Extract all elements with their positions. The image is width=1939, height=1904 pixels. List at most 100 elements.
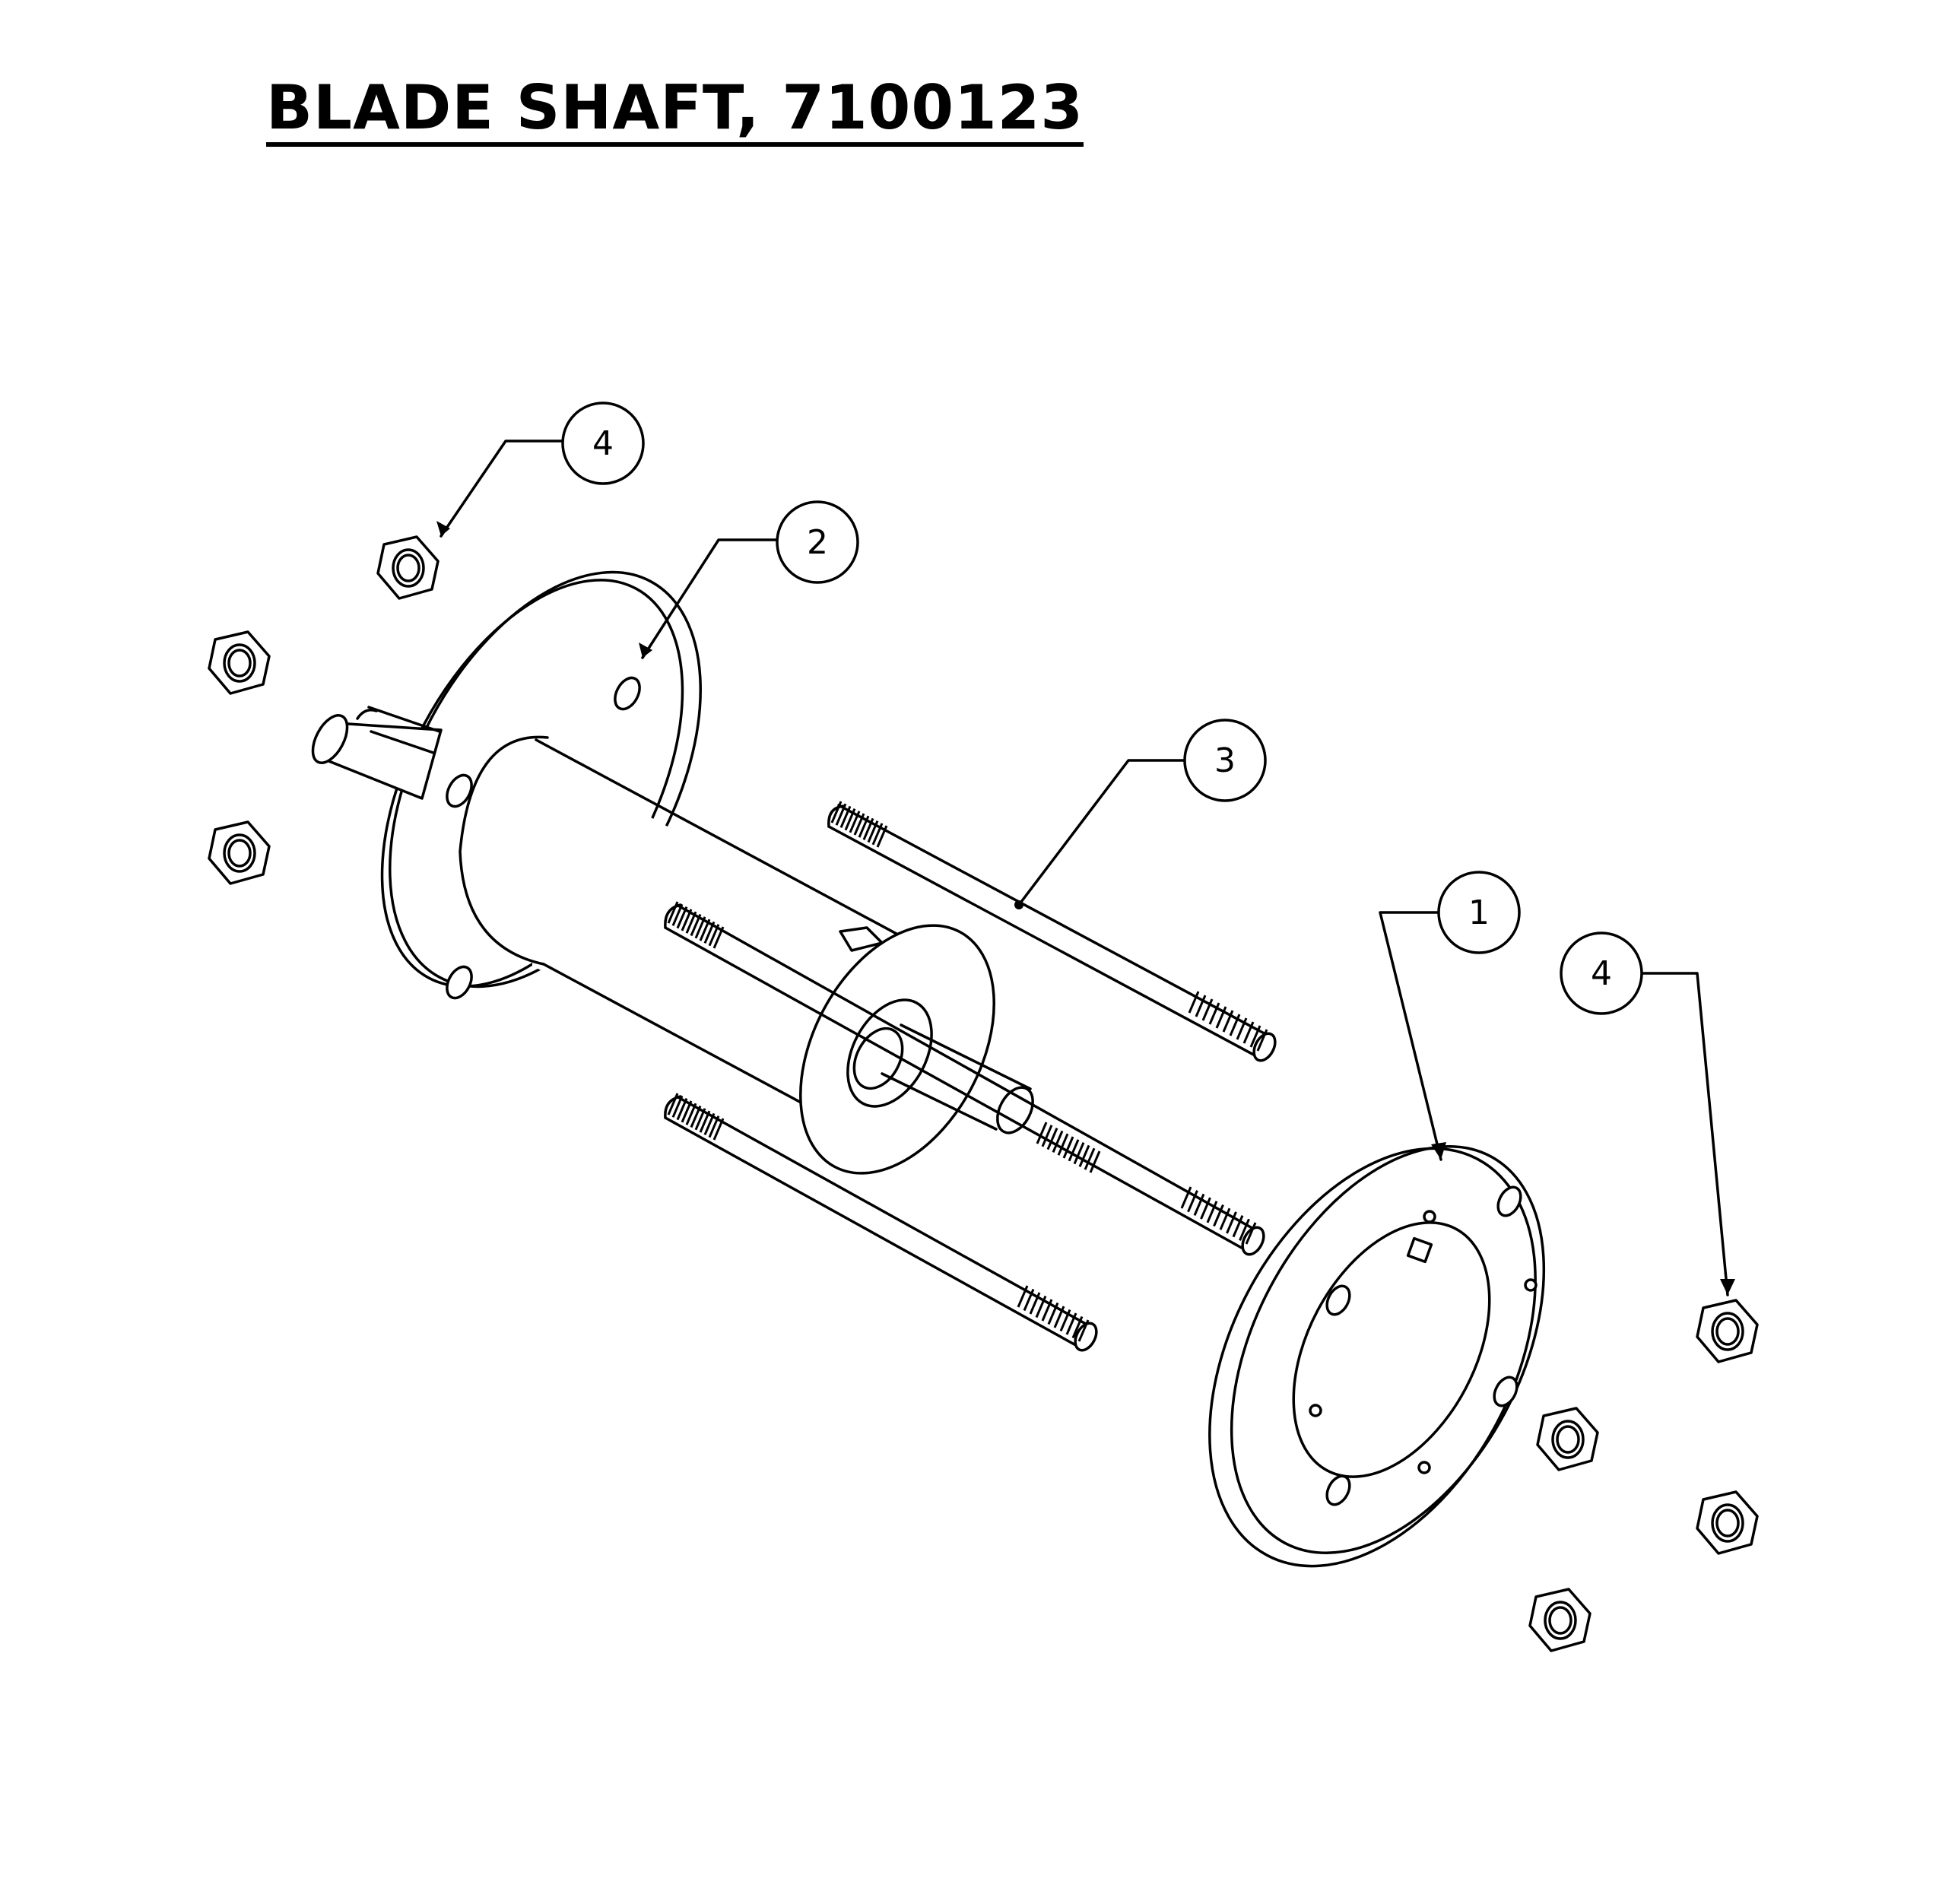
thread-line bbox=[1226, 1211, 1237, 1234]
thread-line bbox=[703, 921, 716, 944]
thread-line bbox=[1232, 1215, 1244, 1238]
thread-line bbox=[1077, 1319, 1090, 1342]
thread-line bbox=[1195, 995, 1207, 1017]
thread-line bbox=[1213, 1204, 1224, 1227]
thread-line bbox=[1052, 1130, 1064, 1153]
thread-line bbox=[1065, 1312, 1077, 1335]
thread-line bbox=[676, 1098, 688, 1121]
thread-line bbox=[1239, 1218, 1250, 1241]
thread-line bbox=[708, 924, 720, 947]
threaded-rod-middle bbox=[664, 903, 1265, 1256]
thread-line bbox=[703, 1112, 716, 1135]
balloon-2: 2 bbox=[776, 500, 859, 584]
thread-line bbox=[844, 808, 856, 831]
balloon-label: 1 bbox=[1468, 893, 1490, 932]
thread-line bbox=[1046, 1128, 1058, 1150]
threaded-rod-back bbox=[827, 804, 1277, 1062]
thread-line bbox=[1222, 1010, 1234, 1033]
thread-line bbox=[1057, 1133, 1069, 1156]
thread-line bbox=[667, 1093, 679, 1115]
hex-nut bbox=[1696, 1299, 1759, 1363]
drawing-title: BLADE SHAFT, 7100123 bbox=[266, 72, 1084, 143]
hex-nut bbox=[208, 820, 271, 885]
thread-line bbox=[839, 805, 852, 828]
thread-line bbox=[867, 820, 879, 843]
thread-line bbox=[1245, 1222, 1257, 1245]
thread-line bbox=[1029, 1292, 1041, 1315]
thread-line bbox=[849, 811, 861, 833]
balloon-label: 4 bbox=[1591, 954, 1612, 993]
balloon-4-top: 4 bbox=[561, 401, 645, 485]
thread-line bbox=[681, 909, 693, 931]
thread-line bbox=[685, 1103, 697, 1125]
thread-line bbox=[712, 1118, 725, 1141]
thread-line bbox=[1078, 1144, 1090, 1167]
balloon-1: 1 bbox=[1437, 871, 1521, 954]
thread-line bbox=[671, 903, 684, 926]
balloon-label: 3 bbox=[1214, 741, 1236, 780]
thread-line bbox=[1059, 1309, 1071, 1332]
shaft-end bbox=[311, 714, 349, 764]
hex-nut bbox=[1528, 1588, 1592, 1652]
balloon-4-right: 4 bbox=[1560, 931, 1643, 1015]
balloon-label: 4 bbox=[592, 424, 614, 463]
thread-hatching bbox=[667, 801, 1268, 1342]
thread-line bbox=[1041, 1299, 1053, 1322]
thread-line bbox=[1188, 991, 1200, 1014]
thread-line bbox=[690, 1105, 702, 1128]
hex-nut bbox=[1536, 1407, 1599, 1471]
thread-line bbox=[1256, 1029, 1268, 1052]
thread-line bbox=[853, 813, 865, 836]
thread-line bbox=[1023, 1288, 1035, 1312]
thread-line bbox=[1201, 998, 1214, 1021]
flange-plate bbox=[1208, 1145, 1546, 1568]
thread-line bbox=[1206, 1201, 1218, 1223]
thread-line bbox=[694, 1108, 706, 1131]
thread-line bbox=[1215, 1006, 1227, 1029]
thread-line bbox=[876, 825, 888, 848]
thread-line bbox=[699, 919, 711, 941]
thread-line bbox=[681, 1100, 693, 1123]
thread-line bbox=[708, 1115, 720, 1138]
balloon-label: 2 bbox=[807, 523, 828, 562]
thread-line bbox=[1047, 1302, 1059, 1325]
thread-line bbox=[699, 1110, 711, 1133]
thread-line bbox=[676, 906, 688, 929]
thread-line bbox=[667, 901, 679, 924]
flange-hole bbox=[446, 773, 473, 808]
thread-line bbox=[1017, 1285, 1029, 1308]
thread-line bbox=[1219, 1207, 1231, 1230]
balloon-3: 3 bbox=[1183, 719, 1267, 802]
thread-line bbox=[1180, 1186, 1192, 1209]
hex-nut bbox=[208, 630, 271, 695]
thread-line bbox=[1041, 1125, 1053, 1147]
thread-line bbox=[694, 916, 706, 939]
thread-line bbox=[1071, 1315, 1084, 1339]
flange-hole bbox=[446, 965, 473, 1000]
threaded-rod-front bbox=[664, 1095, 1098, 1352]
thread-line bbox=[1035, 1295, 1047, 1319]
thread-line bbox=[685, 911, 697, 934]
thread-line bbox=[1073, 1142, 1085, 1165]
thread-line bbox=[835, 803, 847, 826]
thread-line bbox=[1053, 1306, 1065, 1328]
thread-line bbox=[862, 817, 874, 840]
thread-line bbox=[1187, 1190, 1198, 1213]
thread-line bbox=[1089, 1150, 1101, 1173]
thread-line bbox=[1062, 1136, 1074, 1159]
thread-line bbox=[830, 801, 843, 823]
thread-line bbox=[1236, 1017, 1248, 1040]
thread-line bbox=[1208, 1002, 1220, 1025]
hex-nut bbox=[376, 535, 440, 600]
leader-lines bbox=[436, 440, 1735, 1296]
thread-line bbox=[1242, 1021, 1255, 1044]
thread-line bbox=[871, 823, 884, 846]
thread-line bbox=[1200, 1197, 1211, 1220]
thread-line bbox=[1084, 1147, 1096, 1170]
thread-line bbox=[1193, 1193, 1205, 1216]
thread-line bbox=[1036, 1122, 1048, 1144]
thread-line bbox=[1068, 1139, 1080, 1162]
thread-line bbox=[712, 926, 725, 949]
thread-line bbox=[671, 1095, 684, 1118]
